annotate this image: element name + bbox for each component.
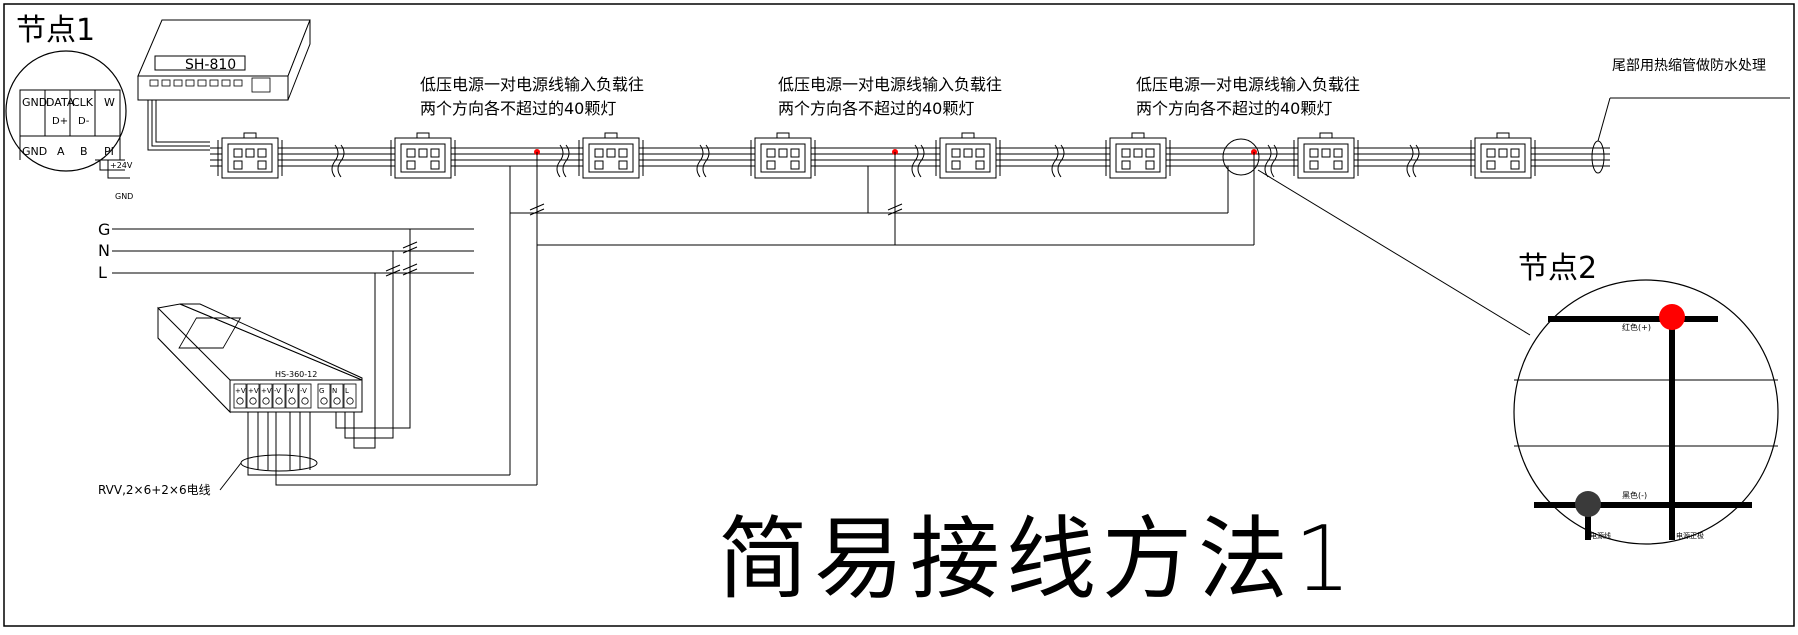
psu-model: HS-360-12	[275, 370, 317, 379]
led-module	[390, 132, 456, 179]
psu-terminal-label: -V	[300, 387, 307, 395]
node1-label-data: DATA	[46, 96, 75, 109]
led-module	[935, 132, 1001, 179]
psu-terminal	[298, 383, 312, 409]
node2-callout-leader	[1257, 169, 1531, 336]
psu-terminal-label: -V	[274, 387, 281, 395]
mains-cross-marks	[385, 241, 418, 277]
node2-title: 节点2	[1518, 251, 1597, 286]
segment3-note-line1: 低压电源一对电源线输入负载往	[1136, 75, 1360, 94]
psu-terminal	[285, 383, 299, 409]
psu-terminal	[272, 383, 286, 409]
psu-terminal-screw	[333, 397, 341, 405]
cable-label: RVV,2×6+2×6电线	[98, 483, 211, 497]
psu-terminal-label: +V	[261, 387, 272, 395]
mains-n-label: N	[98, 241, 110, 260]
led-module	[750, 132, 816, 179]
cable-bundle-mark	[240, 454, 318, 472]
segment1-note-line1: 低压电源一对电源线输入负载往	[420, 75, 644, 94]
psu-terminal-screw	[320, 397, 328, 405]
psu-output-wires	[247, 412, 537, 486]
psu-terminal-label: G	[319, 387, 324, 395]
node1-supply-plus: +24V	[110, 161, 133, 170]
node1-label-clk: CLK	[72, 96, 94, 109]
node2-bottom-left: 电源线	[1590, 531, 1611, 540]
node1-title: 节点1	[16, 13, 95, 48]
psu-terminal	[343, 383, 357, 409]
segment3-note-line2: 两个方向各不超过的40颗灯	[1136, 99, 1332, 118]
psu-terminal	[259, 383, 273, 409]
node1-bottom-gnd: GND	[22, 145, 47, 158]
node1-bottom-b: B	[80, 145, 88, 158]
wire-cross-marks	[529, 203, 903, 216]
psu-terminal-label: L	[345, 387, 349, 395]
node1-label-w: W	[104, 96, 115, 109]
tail-leader	[1597, 97, 1611, 142]
psu-terminal-screw	[346, 397, 354, 405]
psu-terminal-screw	[275, 397, 283, 405]
node2-red-dot	[1659, 304, 1685, 330]
led-modules	[217, 132, 1536, 179]
led-module	[1293, 132, 1359, 179]
controller-model: SH-810	[185, 57, 236, 73]
controller-cable	[147, 100, 210, 151]
node2-callout-circle	[1222, 138, 1260, 176]
mains-l-label: L	[98, 263, 107, 282]
led-module	[1105, 132, 1171, 179]
mains-g-label: G	[98, 220, 110, 239]
psu-terminal-label: N	[332, 387, 337, 395]
node1-label-dplus: D+	[52, 116, 68, 127]
node2-circle	[1513, 279, 1779, 545]
cable-leader	[219, 462, 242, 491]
node1-circle	[5, 50, 127, 172]
node1-wires	[95, 159, 130, 179]
mains-lines	[112, 228, 474, 449]
strip-break-marks	[331, 144, 1420, 178]
power-feed-lines	[509, 152, 1255, 485]
node2-wiring	[1514, 316, 1778, 540]
psu-terminal-screw	[236, 397, 244, 405]
led-module	[578, 132, 644, 179]
node2-black-label: 黑色(-)	[1622, 490, 1647, 500]
segment2-note-line1: 低压电源一对电源线输入负载往	[778, 75, 1002, 94]
psu-terminal	[233, 383, 247, 409]
main-title: 简易接线方法1	[718, 507, 1357, 612]
node1-label-gnd: GND	[22, 96, 47, 109]
psu-terminal-label: -V	[287, 387, 294, 395]
psu-terminal-screw	[249, 397, 257, 405]
led-module	[1470, 132, 1536, 179]
drawing-frame	[3, 3, 1795, 627]
segment1-note-line2: 两个方向各不超过的40颗灯	[420, 99, 616, 118]
psu-terminal-label: +V	[235, 387, 246, 395]
node1-bottom-a: A	[57, 145, 65, 158]
psu-terminal	[317, 383, 331, 409]
led-module	[217, 132, 283, 179]
psu-terminal-screw	[301, 397, 309, 405]
node1-terminal-block	[19, 89, 121, 160]
psu-terminal-label: +V	[248, 387, 259, 395]
segment2-note-line2: 两个方向各不超过的40颗灯	[778, 99, 974, 118]
controller-box	[137, 19, 311, 101]
node1-label-dminus: D-	[78, 116, 90, 127]
node2-red-label: 红色(+)	[1622, 322, 1651, 332]
node2-dark-dot	[1575, 491, 1601, 517]
psu-terminal-screw	[262, 397, 270, 405]
node1-supply-gnd: GND	[115, 192, 133, 201]
tail-note: 尾部用热缩管做防水处理	[1612, 58, 1766, 74]
psu-terminal	[246, 383, 260, 409]
psu-terminal-screw	[288, 397, 296, 405]
heat-shrink-cap	[1591, 140, 1605, 174]
node2-bottom-right: 电源正极	[1676, 531, 1704, 540]
psu-terminal	[330, 383, 344, 409]
node1-bottom-pi: PI	[104, 145, 114, 158]
